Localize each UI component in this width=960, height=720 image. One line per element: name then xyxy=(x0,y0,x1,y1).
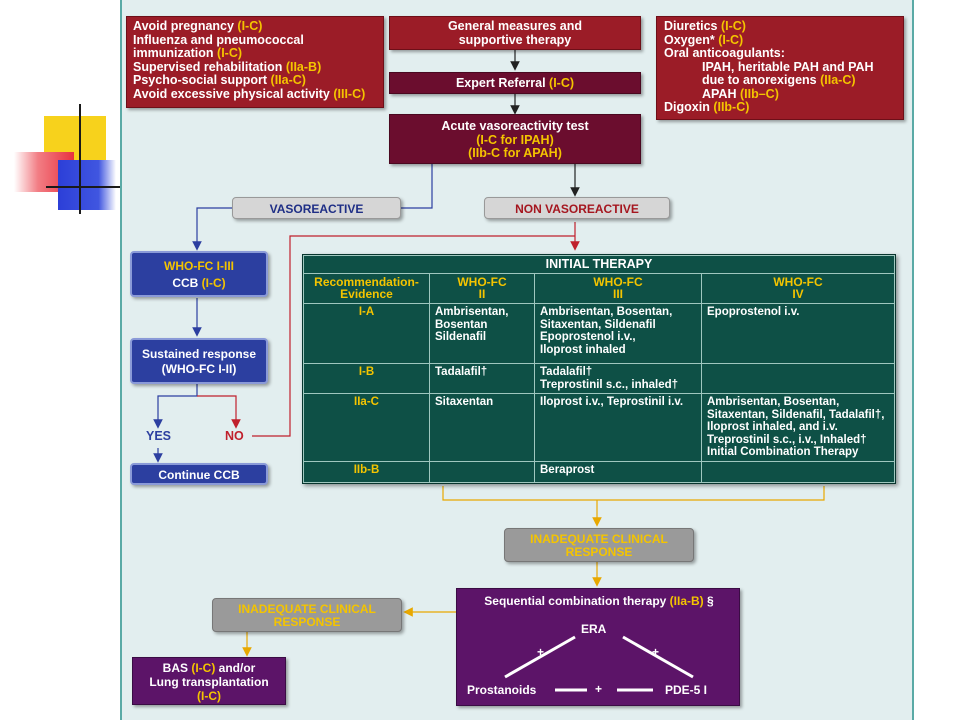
list-item: Influenza and pneumococcal xyxy=(133,32,304,47)
list-item: APAH (IIb–C) xyxy=(702,86,779,101)
prostanoids-label: Prostanoids xyxy=(467,683,537,697)
no-label: NO xyxy=(225,429,244,443)
non-vasoreactive-label: NON VASOREACTIVE xyxy=(484,197,670,219)
decor-horizontal-line xyxy=(46,186,120,188)
bas-transplantation-box: BAS (I-C) and/or Lung transplantation (I… xyxy=(132,657,286,705)
table-row: I-B Tadalafil† Tadalafil†Treprostinil s.… xyxy=(303,363,895,394)
plus-sign-right: + xyxy=(652,645,660,659)
sequential-combination-box: Sequential combination therapy (IIa-B) §… xyxy=(456,588,740,706)
general-measures-title: General measures and supportive therapy xyxy=(389,16,641,50)
continue-ccb-box: Continue CCB xyxy=(130,463,268,485)
list-item: Supervised rehabilitation (IIa-B) xyxy=(133,59,322,74)
header-recommendation: Recommendation-Evidence xyxy=(303,273,430,304)
list-item: Avoid excessive physical activity (III-C… xyxy=(133,86,366,101)
plus-sign-bottom: + xyxy=(595,682,603,696)
plus-sign-left: + xyxy=(537,645,545,659)
table-row: IIb-B Beraprost xyxy=(303,461,895,483)
list-item: IPAH, heritable PAH and PAH xyxy=(702,59,874,74)
pde5-label: PDE-5 I xyxy=(665,683,708,697)
sustained-response-box: Sustained response (WHO-FC I-II) xyxy=(130,338,268,384)
decor-blue-square xyxy=(58,160,116,210)
initial-therapy-title: INITIAL THERAPY xyxy=(303,255,895,274)
list-item: Oral anticoagulants: xyxy=(664,46,785,60)
vasoreactivity-test-box: Acute vasoreactivity test (I-C for IPAH)… xyxy=(389,114,641,164)
general-measures-list: Avoid pregnancy (I-C) Influenza and pneu… xyxy=(126,16,384,108)
list-item: Psycho-social support (IIa-C) xyxy=(133,73,306,87)
list-item: due to anorexigens (IIa-C) xyxy=(702,73,856,87)
list-item: Oxygen* (I-C) xyxy=(664,32,744,47)
expert-referral-box: Expert Referral (I-C) xyxy=(389,72,641,94)
vasoreactive-label: VASOREACTIVE xyxy=(232,197,401,219)
decor-vertical-line xyxy=(79,104,81,214)
initial-therapy-table: INITIAL THERAPY Recommendation-Evidence … xyxy=(302,254,896,484)
list-item: Avoid pregnancy (I-C) xyxy=(133,19,263,33)
table-row: IIa-C Sitaxentan Iloprost i.v., Teprosti… xyxy=(303,393,895,462)
inadequate-response-box-2: INADEQUATE CLINICAL RESPONSE xyxy=(212,598,402,632)
list-item: immunization (I-C) xyxy=(133,46,243,60)
list-item: Diuretics (I-C) xyxy=(664,19,746,33)
list-item: Digoxin (IIb-C) xyxy=(664,100,750,114)
inadequate-response-box: INADEQUATE CLINICAL RESPONSE xyxy=(504,528,694,562)
supportive-therapy-list: Diuretics (I-C) Oxygen* (I-C) Oral antic… xyxy=(656,16,904,120)
era-label: ERA xyxy=(581,622,607,636)
ccb-box: WHO-FC I-III CCB (I-C) xyxy=(130,251,268,297)
yes-label: YES xyxy=(146,429,172,443)
combination-triangle xyxy=(504,635,694,692)
